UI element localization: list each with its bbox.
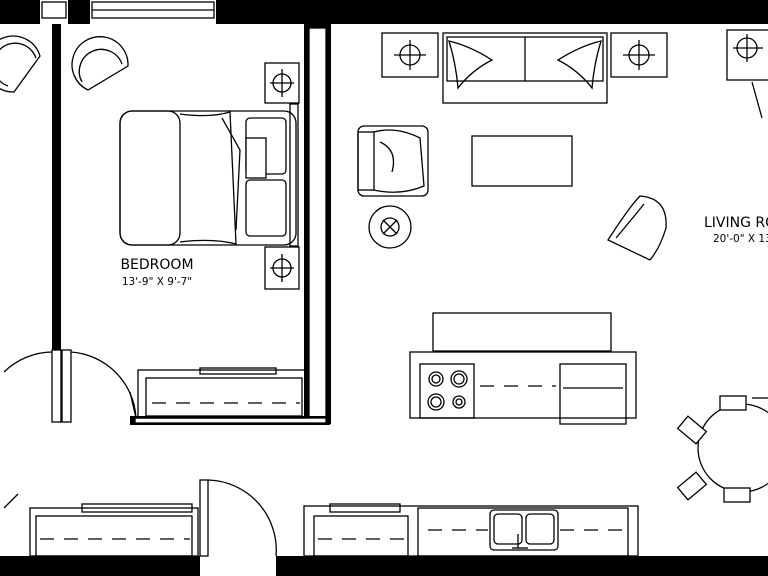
entry-door (199, 479, 277, 557)
kitchen-counter (303, 503, 639, 557)
coffee-table (471, 135, 573, 187)
living-room-label: LIVING RO 20'-0" X 13' (704, 215, 768, 245)
chair-right-top (71, 36, 129, 91)
armchair (357, 125, 429, 197)
room-dimensions: 20'-0" X 13' (713, 233, 768, 245)
end-table-left (381, 32, 439, 78)
sofa (442, 32, 608, 104)
chair-left-top (0, 35, 41, 93)
nightstand-top (264, 62, 300, 104)
bedroom-label: BEDROOM 13'-9" X 9'-7" (120, 257, 193, 288)
room-name: BEDROOM (120, 257, 193, 273)
room-name: LIVING RO (704, 215, 768, 231)
sink (489, 509, 559, 551)
end-table-right (610, 32, 668, 78)
nightstand-bottom (264, 246, 300, 290)
kitchen-island (409, 312, 637, 425)
dining-table (676, 395, 768, 503)
bedroom-closet (137, 367, 309, 419)
bed (119, 103, 299, 247)
chair-living (607, 195, 667, 261)
bedroom-door (3, 349, 137, 423)
closet-bottom-left (3, 493, 199, 557)
room-dimensions: 13'-9" X 9'-7" (122, 276, 192, 288)
end-table-far-right (726, 29, 768, 119)
side-table-round (368, 205, 412, 249)
